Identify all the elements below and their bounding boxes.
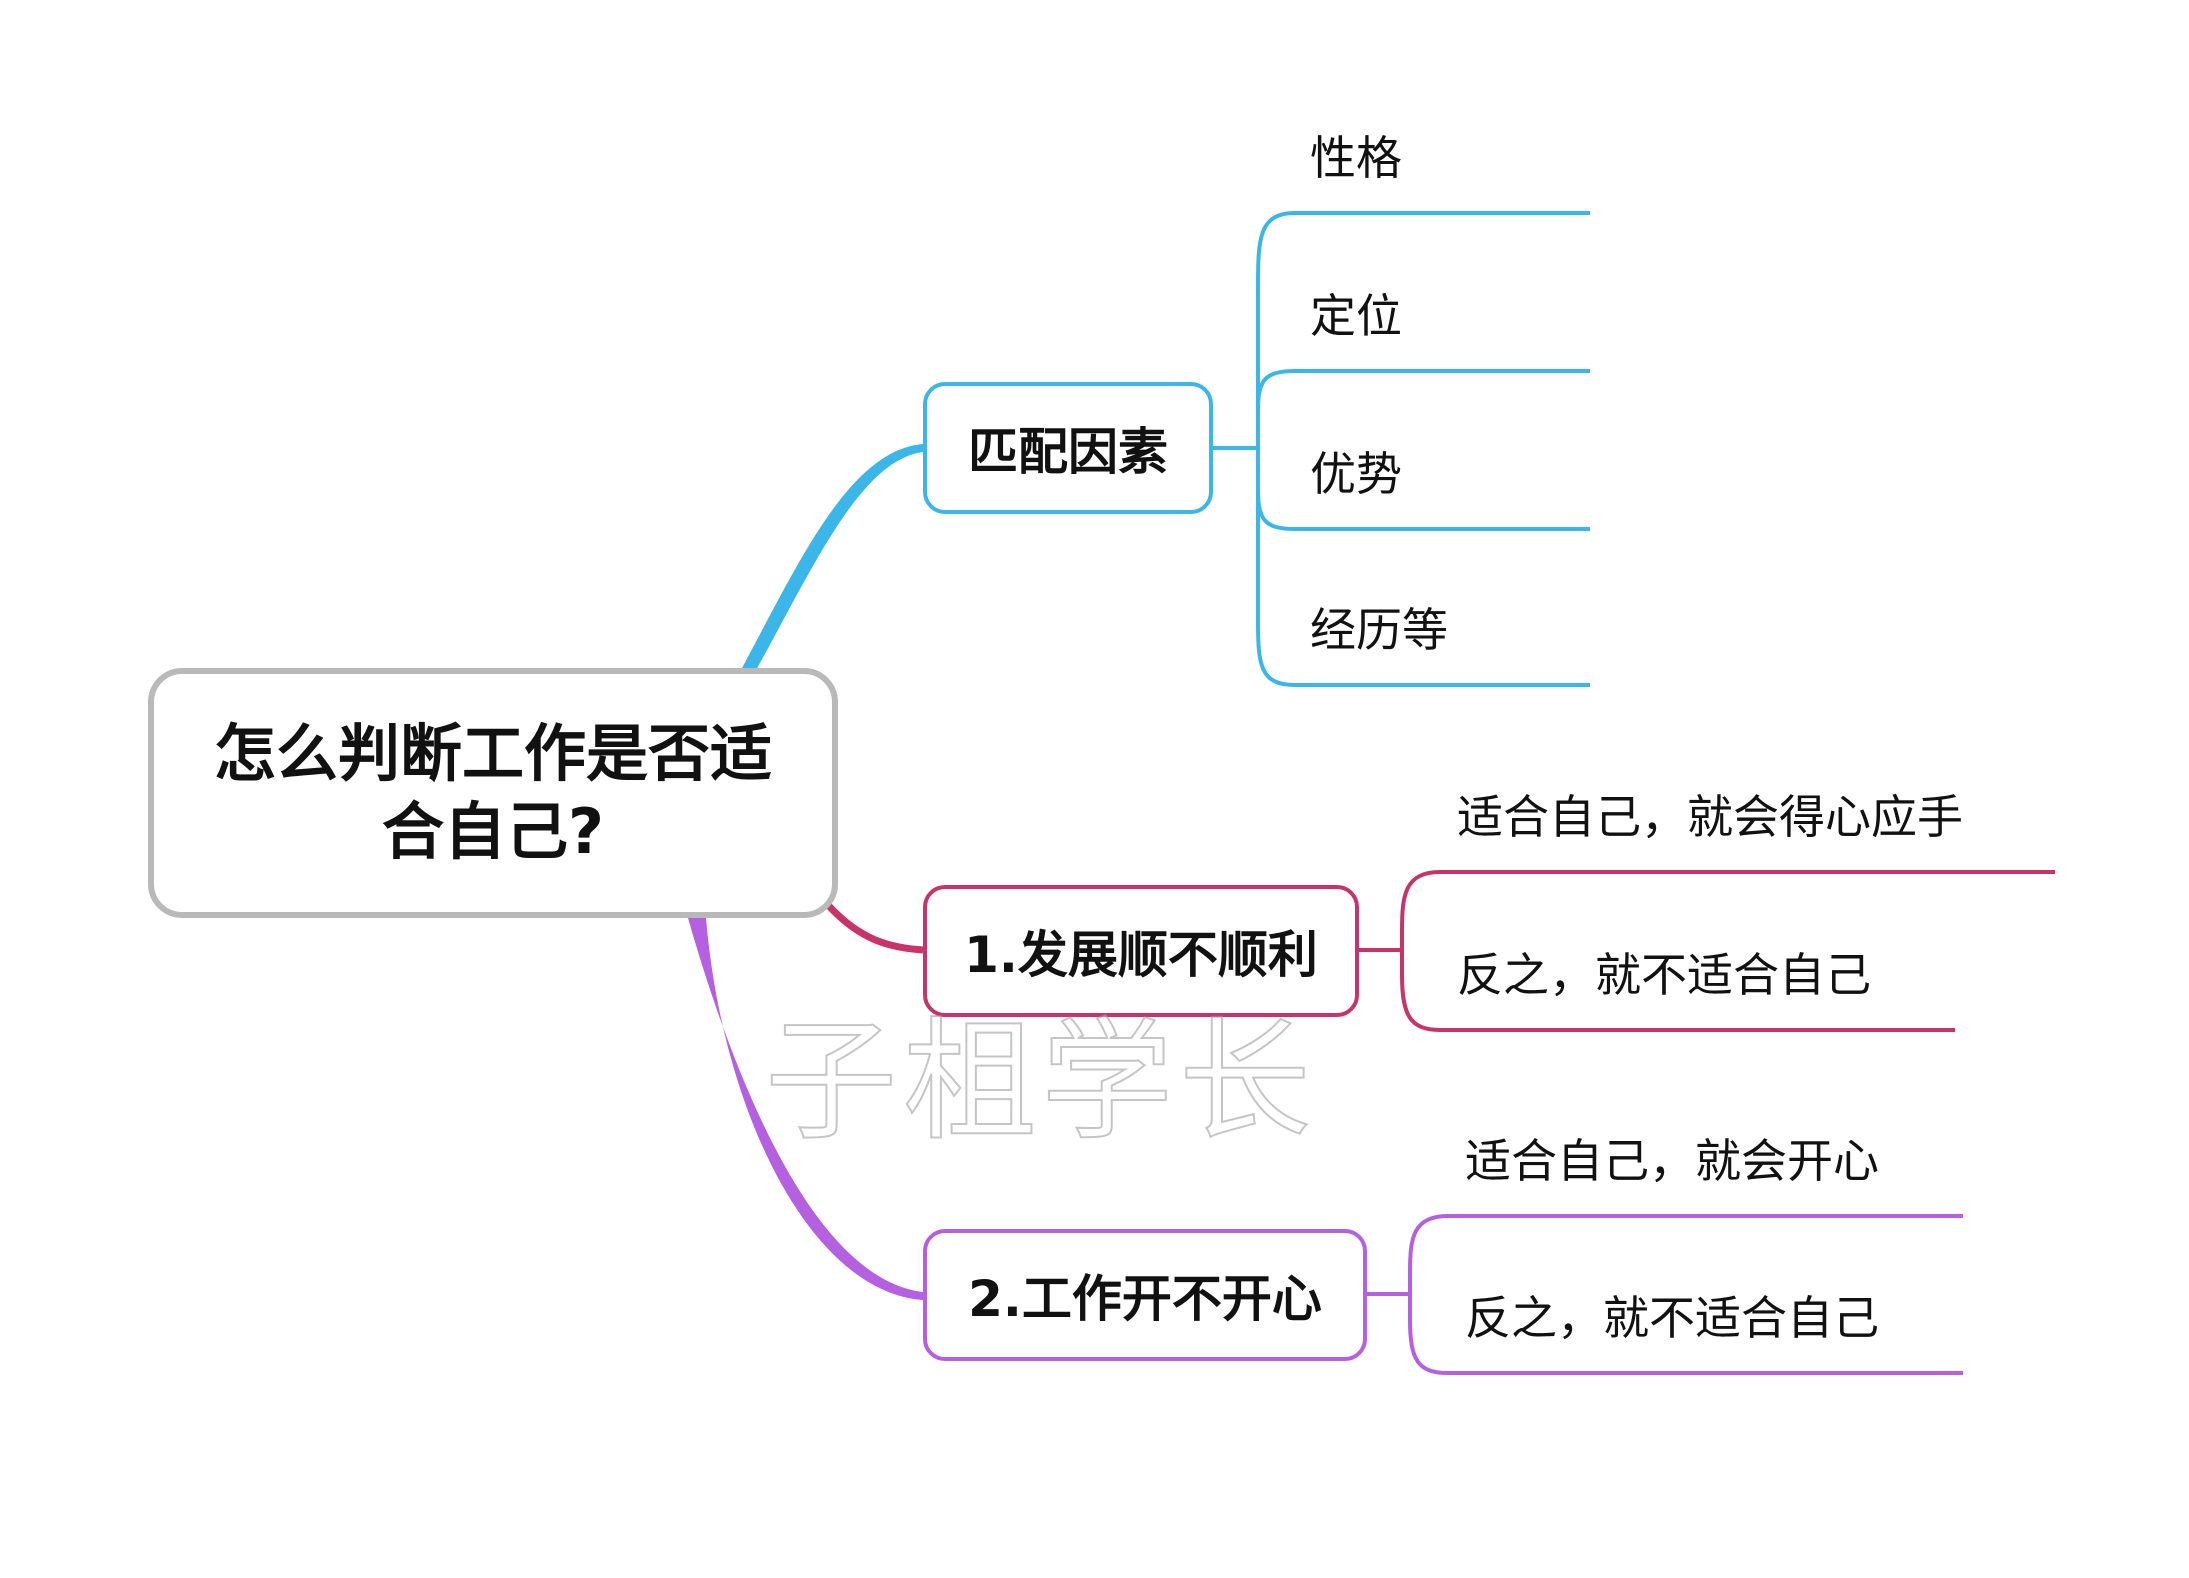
underline-leaf-2: [1256, 369, 1590, 411]
leaf-node[interactable]: 经历等: [1310, 603, 1448, 657]
branch-node-development[interactable]: 1.发展顺不顺利: [923, 885, 1359, 1017]
leaf-node[interactable]: 反之，就不适合自己: [1457, 948, 1871, 1002]
leaf-node[interactable]: 性格: [1310, 131, 1402, 185]
watermark: 子柤学长: [764, 1004, 1317, 1160]
branch-label: 匹配因素: [968, 423, 1168, 481]
leaf-node[interactable]: 优势: [1310, 447, 1402, 501]
branch-node-happiness[interactable]: 2.工作开不开心: [923, 1229, 1367, 1361]
connector-branch2-bracket: [1400, 870, 1441, 1032]
leaf-node[interactable]: 适合自己，就会得心应手: [1457, 790, 1963, 844]
branch-label: 1.发展顺不顺利: [964, 926, 1318, 984]
underline-leaf-3: [1256, 489, 1590, 531]
leaf-node[interactable]: 适合自己，就会开心: [1465, 1134, 1879, 1188]
branch-label: 2.工作开不开心: [968, 1270, 1322, 1328]
connector-root-branch1: [742, 444, 923, 670]
leaf-node[interactable]: 反之，就不适合自己: [1465, 1291, 1879, 1345]
root-title: 怎么判断工作是否适合自己?: [213, 717, 772, 868]
root-node[interactable]: 怎么判断工作是否适合自己?: [148, 668, 838, 918]
connector-root-branch2: [825, 902, 924, 954]
branch-node-matching-factors[interactable]: 匹配因素: [923, 382, 1213, 514]
connector-branch3-bracket: [1408, 1214, 1449, 1375]
leaf-node[interactable]: 定位: [1310, 289, 1402, 343]
connector-branch1-bracket: [1256, 211, 1296, 687]
